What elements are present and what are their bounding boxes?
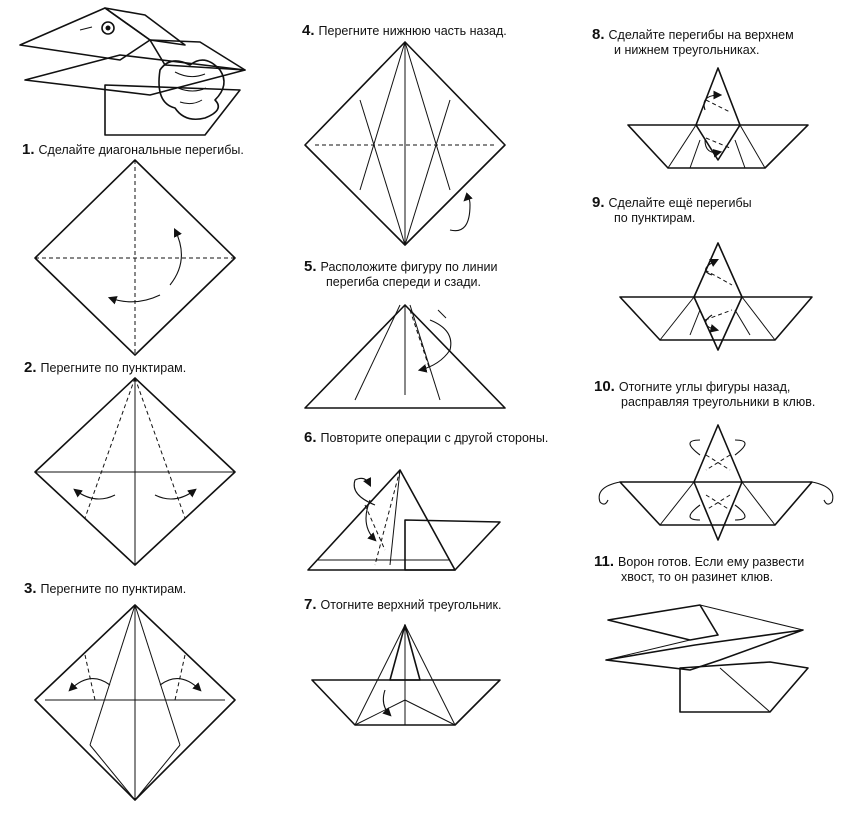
step-3-diagram (34, 604, 236, 801)
step-text: Сделайте диагональные перегибы. (38, 143, 244, 157)
step-9-caption: 9.Сделайте ещё перегибы по пунктирам. (592, 195, 752, 226)
step-text: Повторите операции с другой стороны. (320, 431, 549, 445)
step-number: 7. (304, 596, 317, 613)
step-number: 11. (594, 553, 615, 570)
step-11-caption: 11.Ворон готов. Если ему развести хвост,… (594, 554, 804, 585)
step-text: Сделайте ещё перегибы (608, 196, 752, 210)
step-text-line2: расправляя треугольники в клюв. (621, 395, 816, 409)
step-number: 4. (302, 22, 315, 39)
step-text-line2: по пунктирам. (614, 211, 696, 225)
step-7-diagram (311, 624, 501, 726)
step-4-caption: 4.Перегните нижнюю часть назад. (302, 23, 507, 39)
step-number: 2. (24, 359, 37, 376)
raven-illustration (19, 7, 246, 136)
step-number: 5. (304, 258, 317, 275)
step-9-diagram (619, 242, 813, 351)
step-text-line2: хвост, то он разинет клюв. (621, 570, 774, 584)
step-2-caption: 2.Перегните по пунктирам. (24, 360, 186, 376)
step-6-caption: 6.Повторите операции с другой стороны. (304, 430, 548, 446)
step-4-diagram (304, 41, 506, 246)
step-text: Перегните нижнюю часть назад. (318, 24, 507, 38)
step-2-diagram (34, 377, 236, 566)
step-text-line2: перегиба спереди и сзади. (326, 275, 481, 289)
step-10-caption: 10.Отогните углы фигуры назад, расправля… (594, 379, 815, 410)
step-5-caption: 5.Расположите фигуру по линии перегиба с… (304, 259, 498, 290)
step-1-diagram (34, 159, 236, 356)
step-number: 9. (592, 194, 605, 211)
step-8-diagram (627, 67, 809, 169)
step-7-caption: 7.Отогните верхний треугольник. (304, 597, 501, 613)
step-text: Расположите фигуру по линии (320, 260, 498, 274)
step-1-caption: 1.Сделайте диагональные перегибы. (22, 142, 244, 158)
step-number: 6. (304, 429, 317, 446)
step-5-diagram (304, 304, 506, 409)
step-text: Отогните верхний треугольник. (320, 598, 502, 612)
step-text-line2: и нижнем треугольниках. (614, 43, 760, 57)
step-text: Сделайте перегибы на верхнем (608, 28, 794, 42)
step-10-diagram (598, 424, 834, 541)
step-number: 3. (24, 580, 37, 597)
step-8-caption: 8.Сделайте перегибы на верхнем и нижнем … (592, 27, 794, 58)
step-6-diagram (307, 469, 501, 571)
step-text: Перегните по пунктирам. (40, 582, 187, 596)
step-number: 8. (592, 26, 605, 43)
step-3-caption: 3.Перегните по пунктирам. (24, 581, 186, 597)
step-number: 1. (22, 141, 35, 158)
step-text: Перегните по пунктирам. (40, 361, 187, 375)
step-text: Отогните углы фигуры назад, (618, 380, 791, 394)
step-11-diagram (605, 604, 809, 713)
step-text: Ворон готов. Если ему развести (618, 555, 805, 569)
step-number: 10. (594, 378, 615, 395)
